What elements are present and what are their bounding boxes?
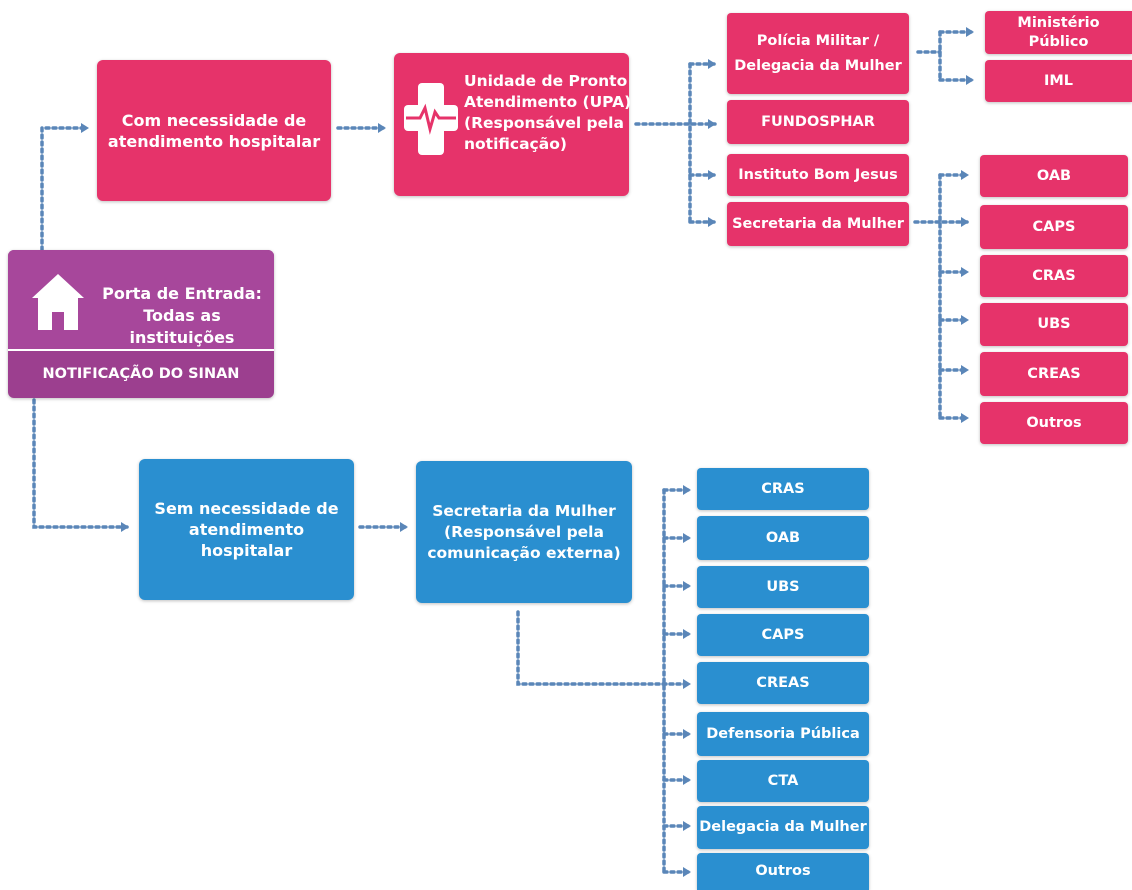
dest-policia: Polícia Militar / Delegacia da Mulher bbox=[727, 13, 909, 94]
target-ubs-blue: UBS bbox=[697, 566, 869, 608]
target-outros-blue: Outros bbox=[697, 853, 869, 890]
target-caps-pink: CAPS bbox=[980, 205, 1128, 249]
target-oab-blue: OAB bbox=[697, 516, 869, 560]
dest-secretaria: Secretaria da Mulher bbox=[727, 202, 909, 246]
target-creas-pink: CREAS bbox=[980, 352, 1128, 396]
entry-divider bbox=[8, 349, 274, 351]
target-cras-blue: CRAS bbox=[697, 468, 869, 510]
with-hospital-box: Com necessidade de atendimento hospitala… bbox=[97, 60, 331, 201]
target-outros-pink: Outros bbox=[980, 402, 1128, 444]
target-iml: IML bbox=[985, 60, 1132, 102]
entry-box: Porta de Entrada: Todas as instituições … bbox=[8, 250, 274, 398]
target-delegacia-blue: Delegacia da Mulher bbox=[697, 806, 869, 849]
upa-label: Unidade de Pronto Atendimento (UPA) (Res… bbox=[464, 72, 632, 153]
target-caps-blue: CAPS bbox=[697, 614, 869, 656]
secretaria-blue-box: Secretaria da Mulher (Responsável pela c… bbox=[416, 461, 632, 603]
upa-box: Unidade de Pronto Atendimento (UPA) (Res… bbox=[394, 53, 631, 196]
house-icon bbox=[30, 272, 86, 336]
medical-cross-icon bbox=[402, 75, 460, 165]
target-ministerio-publico: Ministério Público bbox=[985, 11, 1132, 54]
target-ubs-pink: UBS bbox=[980, 303, 1128, 346]
without-hospital-box: Sem necessidade de atendimento hospitala… bbox=[139, 459, 354, 600]
target-cras-pink: CRAS bbox=[980, 255, 1128, 297]
target-oab-pink: OAB bbox=[980, 155, 1128, 197]
target-defensoria-blue: Defensoria Pública bbox=[697, 712, 869, 756]
dest-instituto: Instituto Bom Jesus bbox=[727, 154, 909, 196]
dest-fundosphar: FUNDOSPHAR bbox=[727, 100, 909, 144]
entry-title: Porta de Entrada: Todas as instituições bbox=[102, 284, 262, 347]
target-cta-blue: CTA bbox=[697, 760, 869, 802]
entry-footer: NOTIFICAÇÃO DO SINAN bbox=[42, 366, 240, 382]
target-creas-blue: CREAS bbox=[697, 662, 869, 704]
